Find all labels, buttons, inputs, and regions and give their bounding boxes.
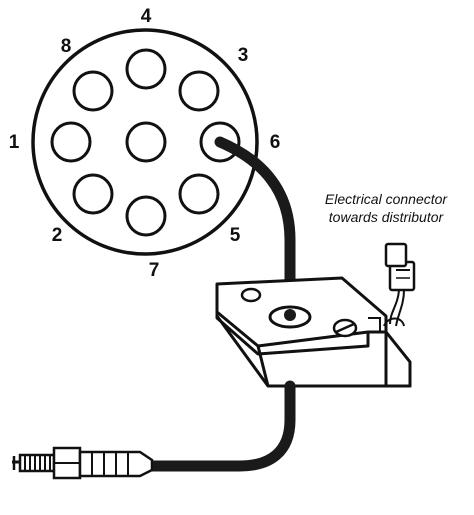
terminal-center <box>125 121 167 163</box>
terminal-7 <box>125 195 167 237</box>
sensor-block-right-side <box>384 330 412 388</box>
connector-wires <box>389 289 405 327</box>
sensor-cable-end <box>284 309 296 321</box>
cylinder-numbers: 4 8 3 1 6 2 5 7 <box>9 6 281 281</box>
sensor-block <box>215 276 412 388</box>
caption-line-1: Electrical connector <box>325 191 449 207</box>
sensor-block-notch <box>368 317 381 332</box>
cylinder-number-8: 8 <box>61 36 72 57</box>
cylinder-number-1: 1 <box>9 132 20 153</box>
distributor-cap <box>31 28 259 256</box>
terminal-2 <box>72 173 114 215</box>
connector-body-upper <box>384 242 408 268</box>
connector-caption: Electrical connector towards distributor <box>325 191 449 225</box>
electrical-connector <box>383 242 416 327</box>
spark-plug-thread-lines <box>24 455 51 471</box>
terminal-1 <box>50 121 92 163</box>
spark-plug-ribs <box>91 452 129 476</box>
terminal-3 <box>178 70 220 112</box>
cylinder-number-5: 5 <box>230 225 241 246</box>
terminal-8 <box>72 70 114 112</box>
cylinder-number-4: 4 <box>141 6 152 27</box>
cylinder-number-2: 2 <box>52 225 63 246</box>
terminal-4 <box>125 48 167 90</box>
sensor-block-edge <box>256 345 270 387</box>
spark-plug <box>12 446 154 480</box>
mounting-screw-slot <box>335 322 355 334</box>
caption-line-2: towards distributor <box>329 209 445 225</box>
connector-wire-tie <box>383 317 405 327</box>
sensor-cable-upper <box>214 136 296 324</box>
terminal-5 <box>178 173 220 215</box>
sensor-cable-lower <box>144 380 296 472</box>
cylinder-number-7: 7 <box>149 260 160 281</box>
cylinder-number-3: 3 <box>238 45 249 66</box>
sensor-hole-left <box>240 287 262 303</box>
cylinder-number-6: 6 <box>270 132 281 153</box>
